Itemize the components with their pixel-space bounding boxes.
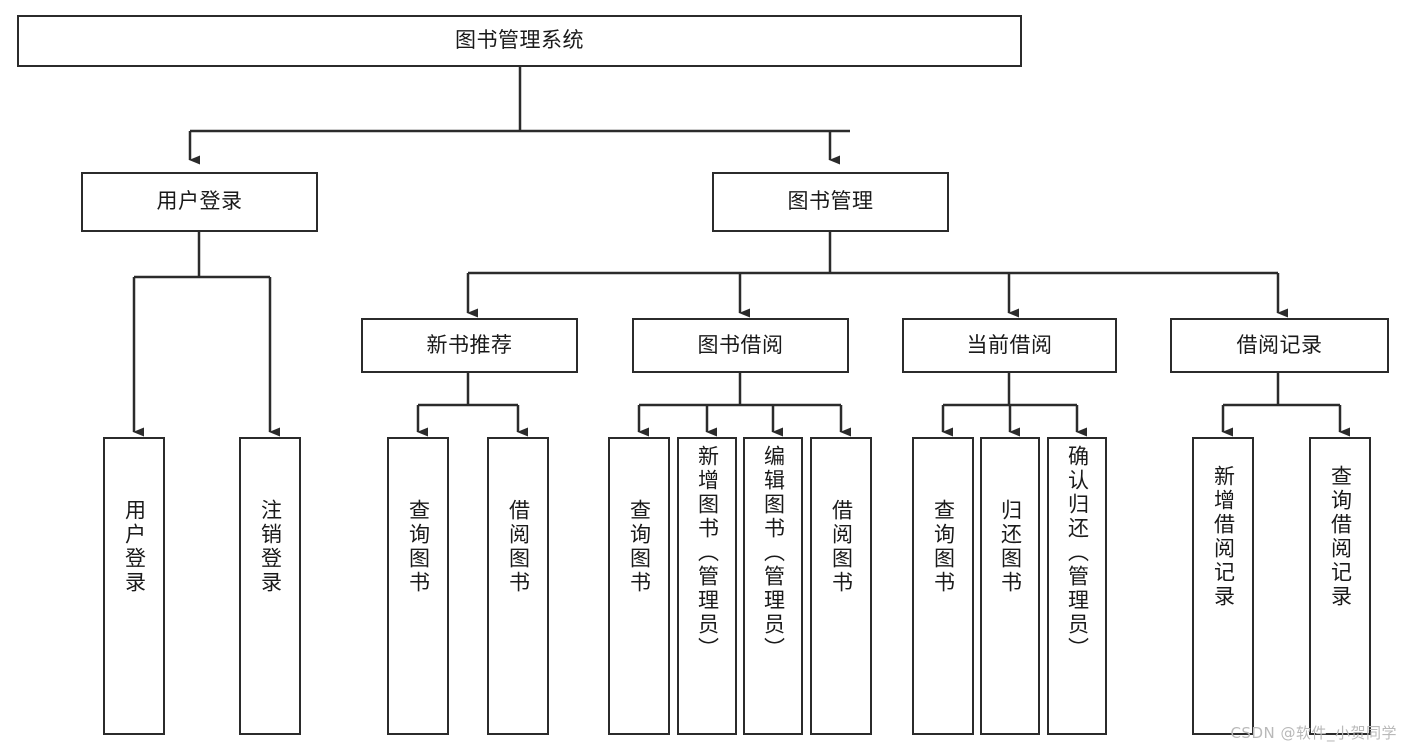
leaf-return-book-label: 归还图书 xyxy=(998,499,1023,595)
node-book-borrow-label: 图书借阅 xyxy=(697,332,784,357)
node-book-manage-label: 图书管理 xyxy=(787,189,874,214)
leaf-query-record-label: 查询借阅记录 xyxy=(1328,465,1353,609)
leaf-user-login[interactable]: 用户登录 xyxy=(103,437,165,735)
node-current-borrow[interactable]: 当前借阅 xyxy=(902,318,1117,373)
leaf-edit-book[interactable]: 编辑图书（管理员） xyxy=(743,437,803,735)
leaf-edit-book-label: 编辑图书（管理员） xyxy=(761,445,786,661)
leaf-borrow-book-2-label: 借阅图书 xyxy=(829,499,854,595)
node-user-login[interactable]: 用户登录 xyxy=(81,172,318,232)
leaf-user-login-label: 用户登录 xyxy=(122,499,147,595)
csdn-watermark: CSDN @软件_小贺同学 xyxy=(1230,724,1397,742)
leaf-confirm-return-label: 确认归还（管理员） xyxy=(1065,445,1090,661)
leaf-query-book-1[interactable]: 查询图书 xyxy=(387,437,449,735)
leaf-borrow-book-1-label: 借阅图书 xyxy=(506,499,531,595)
node-user-login-label: 用户登录 xyxy=(156,189,243,214)
leaf-query-record[interactable]: 查询借阅记录 xyxy=(1309,437,1371,735)
leaf-add-record[interactable]: 新增借阅记录 xyxy=(1192,437,1254,735)
node-root-label: 图书管理系统 xyxy=(455,28,584,53)
node-current-borrow-label: 当前借阅 xyxy=(966,332,1053,357)
node-new-book-recommend[interactable]: 新书推荐 xyxy=(361,318,578,373)
leaf-query-book-2[interactable]: 查询图书 xyxy=(608,437,670,735)
leaf-add-record-label: 新增借阅记录 xyxy=(1211,465,1236,609)
node-borrow-record[interactable]: 借阅记录 xyxy=(1170,318,1389,373)
leaf-add-book[interactable]: 新增图书（管理员） xyxy=(677,437,737,735)
node-borrow-record-label: 借阅记录 xyxy=(1236,332,1323,357)
leaf-query-book-1-label: 查询图书 xyxy=(406,499,431,595)
leaf-add-book-label: 新增图书（管理员） xyxy=(695,445,720,661)
leaf-logout[interactable]: 注销登录 xyxy=(239,437,301,735)
leaf-query-book-3[interactable]: 查询图书 xyxy=(912,437,974,735)
leaf-query-book-3-label: 查询图书 xyxy=(931,499,956,595)
leaf-borrow-book-1[interactable]: 借阅图书 xyxy=(487,437,549,735)
leaf-logout-label: 注销登录 xyxy=(258,499,283,595)
leaf-confirm-return[interactable]: 确认归还（管理员） xyxy=(1047,437,1107,735)
node-book-borrow[interactable]: 图书借阅 xyxy=(632,318,849,373)
node-root[interactable]: 图书管理系统 xyxy=(17,15,1022,67)
leaf-return-book[interactable]: 归还图书 xyxy=(980,437,1040,735)
leaf-borrow-book-2[interactable]: 借阅图书 xyxy=(810,437,872,735)
node-new-book-recommend-label: 新书推荐 xyxy=(426,332,513,357)
node-book-manage[interactable]: 图书管理 xyxy=(712,172,949,232)
leaf-query-book-2-label: 查询图书 xyxy=(627,499,652,595)
